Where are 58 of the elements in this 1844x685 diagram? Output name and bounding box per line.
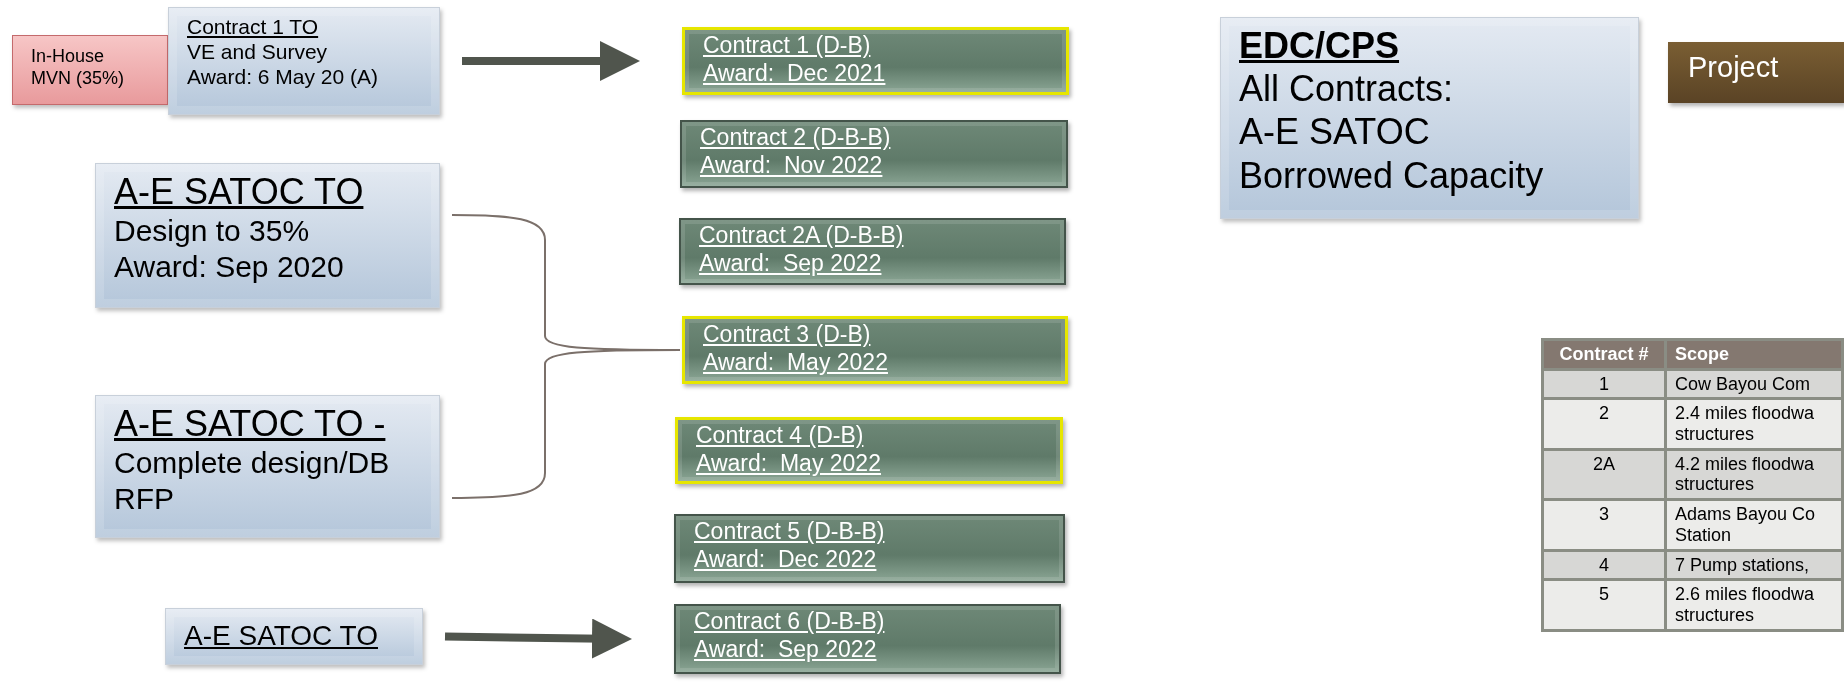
table-cell: 3 bbox=[1542, 499, 1666, 550]
contract-box bbox=[680, 120, 1068, 188]
contract-box bbox=[674, 514, 1065, 583]
box-text: A-E SATOC bbox=[1239, 110, 1431, 154]
box-heading: Contract 1 (D-B) bbox=[703, 32, 872, 60]
arrow bbox=[444, 618, 632, 659]
box-heading: EDC/CPS bbox=[1239, 24, 1401, 68]
contract-box bbox=[675, 417, 1063, 484]
box-text: Project bbox=[1688, 50, 1780, 85]
box-heading: Contract 1 TO bbox=[187, 14, 320, 40]
table-cell: 4 bbox=[1542, 550, 1666, 580]
capacity-box bbox=[1220, 17, 1639, 219]
project-box bbox=[1668, 42, 1844, 103]
contract-box bbox=[679, 218, 1066, 285]
in-house-box bbox=[12, 35, 168, 105]
box-text: Award: Sep 2022 bbox=[699, 249, 883, 278]
box-text: Award: Sep 2020 bbox=[114, 249, 345, 286]
contract-task-order-box bbox=[168, 7, 440, 115]
box-text: Award: May 2022 bbox=[703, 348, 889, 377]
task-order-box bbox=[165, 608, 423, 665]
table-cell: 2 bbox=[1542, 398, 1666, 450]
box-text: Borrowed Capacity bbox=[1239, 153, 1545, 197]
box-text: VE and Survey bbox=[187, 39, 329, 65]
table-header-cell: Scope bbox=[1665, 339, 1843, 370]
box-text: Award: 6 May 20 (A) bbox=[187, 64, 380, 90]
table-cell: 2.6 miles floodwa structures bbox=[1665, 579, 1843, 631]
table-cell: 5 bbox=[1542, 579, 1666, 631]
box-heading: Contract 2 (D-B-B) bbox=[700, 124, 892, 152]
table-cell: 7 Pump stations, bbox=[1665, 550, 1843, 580]
box-heading: Contract 2A (D-B-B) bbox=[699, 222, 905, 250]
table-cell: 2.4 miles floodwa structures bbox=[1665, 398, 1843, 450]
box-heading: Contract 6 (D-B-B) bbox=[694, 608, 886, 636]
task-order-box bbox=[95, 395, 440, 538]
box-text: Award: May 2022 bbox=[696, 449, 882, 478]
box-text: A-E SATOC TO bbox=[184, 619, 379, 653]
box-text: Award: Dec 2021 bbox=[703, 59, 887, 88]
table-cell: 1 bbox=[1542, 369, 1666, 399]
box-text: Complete design/DB RFP bbox=[114, 445, 391, 518]
box-heading: A-E SATOC TO - bbox=[114, 402, 387, 446]
box-text: Award: Nov 2022 bbox=[700, 151, 884, 180]
box-text: Award: Sep 2022 bbox=[694, 635, 878, 664]
contract-box bbox=[682, 27, 1069, 95]
contract-box bbox=[674, 604, 1061, 674]
box-heading: A-E SATOC TO bbox=[114, 170, 365, 214]
box-text: Design to 35% bbox=[114, 213, 311, 250]
box-heading: Contract 3 (D-B) bbox=[703, 321, 872, 349]
table-cell: Adams Bayou Co Station bbox=[1665, 499, 1843, 550]
table-header-cell: Contract # bbox=[1542, 339, 1666, 370]
box-heading: Contract 4 (D-B) bbox=[696, 422, 865, 450]
box-text: All Contracts: bbox=[1239, 67, 1455, 111]
table-cell: 2A bbox=[1542, 449, 1666, 500]
box-heading: Contract 5 (D-B-B) bbox=[694, 518, 886, 546]
table-cell: 4.2 miles floodwa structures bbox=[1665, 449, 1843, 500]
table-cell: Cow Bayou Com bbox=[1665, 369, 1843, 399]
contract-box bbox=[682, 316, 1068, 384]
box-text: In-House MVN (35%) bbox=[31, 46, 125, 90]
box-text: Award: Dec 2022 bbox=[694, 545, 878, 574]
task-order-box bbox=[95, 163, 440, 308]
